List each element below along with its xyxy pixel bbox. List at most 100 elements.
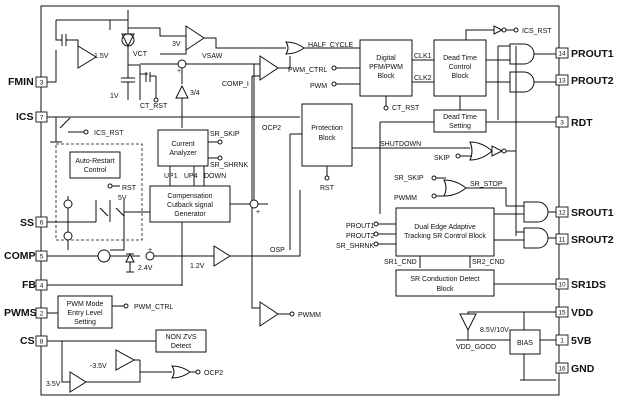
pin-fb-number: 4 [40,283,44,290]
pwm-ctrl-bottom-label: PWM_CTRL [134,304,173,311]
pwm-mode-block [57,295,113,329]
dts-line2: Setting [449,123,471,130]
ratio-label: 3/4 [190,90,200,97]
pin-srout1: 12 SROUT1 [555,206,614,219]
pin-gnd-label: GND [571,363,595,375]
comp-line3: Generator [174,211,206,218]
pin-gnd-number: 16 [558,366,566,373]
pwm-ctrl-top-label: PWM_CTRL [288,67,327,74]
sr2-cnd-label: SR2_CND [472,259,505,266]
pin-5vb-label: 5VB [571,335,592,347]
pin-ss: SS 6 [20,216,48,229]
pin-srout1-number: 12 [558,210,566,217]
pfm-pwm-block [359,39,413,97]
pin-fmin-label: FMIN [8,76,34,88]
pin-vdd-label: VDD [571,307,594,319]
ics-rst-buffer [493,25,504,35]
half-cycle-label: HALF_CYCLE [308,42,353,49]
pin-srout1-label: SROUT1 [571,207,614,219]
pin-rdt-label: RDT [571,117,593,129]
non-zvs-line2: Detect [171,343,191,350]
pin-ics-label: ICS [16,111,34,123]
bias-label: BIAS [517,340,533,347]
ar-line2: Control [84,167,107,174]
pin-5vb-number: 1 [560,338,564,345]
three-point-five-label: 3.5V [46,381,61,388]
pin-fb: FB 4 [22,279,48,291]
vsaw-label: VSAW [202,53,223,60]
sr-stop-or-gate [443,179,467,197]
dts-line1: Dead Time [443,114,477,121]
pin-ss-label: SS [20,217,34,229]
prout2-sr-label: PROUT2 [346,233,375,240]
down-label: DOWN [204,173,226,180]
pin-pwms: PWMS 2 [4,307,48,319]
pin-gnd: 16 GND [555,362,595,375]
pin-vdd: 15 VDD [555,306,594,319]
svg-text:+: + [148,247,152,254]
pin-rdt-number: 3 [560,120,564,127]
sr-control-block [395,207,495,257]
pin-fmin: FMIN 3 [8,76,48,88]
sr-cond-line1: SR Conduction Detect [410,276,479,283]
sr-shrnk-right-label: SR_SHRNK [336,243,374,250]
vdd-threshold-label: 8.5V/10V [480,327,509,334]
auto-restart-block [69,151,121,179]
ocp2-or-gate [171,365,191,379]
pin-rdt: 3 RDT [555,116,593,129]
pin-comp-label: COMP [4,250,36,262]
three-volt-comparator [185,25,205,51]
pin-fb-label: FB [22,279,36,291]
current-analyzer-block [157,129,209,167]
pfm-block-line3: Block [377,73,395,80]
pwm-label: PWM [310,83,327,90]
up4-label: UP4 [184,173,198,180]
sr-shrnk-left-label: SR_SHRNK [210,162,248,169]
pin-vdd-number: 15 [558,310,566,317]
sr-control-line1: Dual Edge Adaptive [414,224,476,231]
comp-line2: Cutback signal [167,202,213,209]
three-volt-label: 3V [172,41,181,48]
one-point-two-label: 1.2V [190,263,205,270]
ocp2-bottom-label: OCP2 [204,370,223,377]
clk2-label: CLK2 [414,75,432,82]
pwmm-right-label: PWMM [394,195,417,202]
pin-ics: ICS 7 [16,111,48,123]
bias-block [509,329,541,355]
cs-negative-comparator [115,349,136,371]
one-volt-label: 1V [110,93,119,100]
comp-current-source [97,249,111,263]
pin-srout2: 11 SROUT2 [555,233,614,246]
srout2-and-gate [523,227,549,249]
pwm-mode-line2: Entry Level [67,310,102,317]
sr-skip-right-label: SR_SKIP [394,175,424,182]
vct-label: VCT [133,51,148,58]
five-volt-label: 5V [118,195,127,202]
ocp2-top-label: OCP2 [262,125,281,132]
pin-ss-number: 6 [40,220,44,227]
prout2-and-gate [509,71,535,93]
pin-cs-label: CS [20,335,35,347]
pwm-mode-line1: PWM Mode [67,301,104,308]
pfm-block-line1: Digital [376,55,396,62]
pin-prout2-label: PROUT2 [571,75,614,87]
svg-text:+: + [256,209,260,216]
pin-pwms-number: 2 [40,311,44,318]
half-cycle-or-gate [285,41,305,55]
pwmm-comparator [259,301,279,327]
fmin-reference-label: 1.5V [94,53,109,60]
sr-cond-line2: Block [436,286,454,293]
rst-protection-label: RST [320,185,335,192]
pin-5vb: 1 5VB [555,334,592,347]
two-point-four-label: 2.4V [138,265,153,272]
pin-ics-number: 7 [40,115,44,122]
pin-comp: COMP 5 [4,250,48,262]
fb-comparator [213,245,231,267]
svg-text:+: + [177,68,181,75]
pfm-block-line2: PFM/PWM [369,64,403,71]
sr1-cnd-label: SR1_CND [384,259,417,266]
shutdown-label: SHUTDOWN [380,141,421,148]
ct-rst-left-label: CT_RST [140,103,168,110]
dtc-line1: Dead Time [443,55,477,62]
